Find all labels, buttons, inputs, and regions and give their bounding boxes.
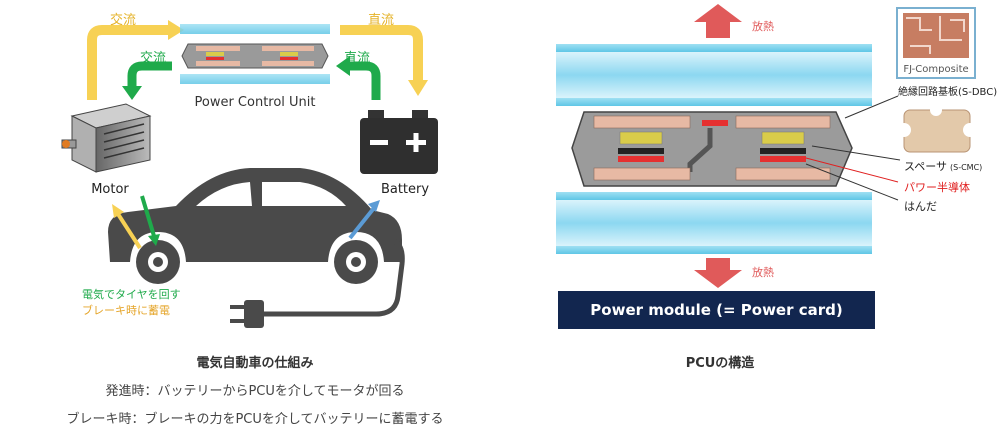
legend-green: 電気でタイヤを回す [82, 287, 181, 301]
label-dc-inner: 直流 [344, 51, 370, 66]
power-module-cross-section [571, 111, 853, 187]
label-solder: はんだ [904, 200, 937, 213]
heat-arrow-down [694, 258, 742, 288]
heat-arrow-up [694, 4, 742, 38]
cooler-bottom [556, 192, 872, 254]
yellow-arrow-top-right [340, 25, 428, 96]
battery-icon [360, 110, 438, 174]
leader-sdbc [844, 95, 899, 119]
spacer-image [897, 104, 977, 153]
car-icon [108, 168, 402, 284]
green-arrow-inner-left [122, 61, 172, 100]
leader-spacer [811, 145, 901, 161]
heat-label-top: 放熱 [752, 19, 774, 33]
motor-label: Motor [91, 182, 129, 197]
motor-icon [61, 103, 152, 173]
fj-composite-logo [896, 7, 976, 79]
yellow-arrow-car [112, 204, 142, 250]
right-caption-title: PCUの構造 [685, 356, 755, 371]
left-caption-title: 電気自動車の仕組み [196, 356, 314, 371]
leader-solder [805, 163, 899, 201]
power-module-box: Power module (= Power card) [558, 291, 875, 329]
logo-text: FJ-Composite [903, 64, 968, 75]
pcu-label: Power Control Unit [194, 95, 315, 110]
blue-arrow-car [348, 200, 380, 240]
yellow-arrow-top-left [87, 20, 184, 100]
label-spacer-sub: (S-CMC) [950, 163, 982, 172]
legend-yellow: ブレーキ時に蓄電 [82, 303, 170, 317]
leader-power-semi [805, 157, 899, 183]
label-power-semi: パワー半導体 [904, 180, 970, 194]
battery-label: Battery [381, 182, 429, 197]
charging-plug-icon [230, 237, 405, 328]
label-ac-inner: 交流 [140, 50, 166, 66]
left-caption-line2: ブレーキ時：ブレーキの力をPCUを介してバッテリーに蓄電する [66, 412, 444, 427]
label-spacer: スペーサ [904, 160, 947, 173]
green-arrow-inner-right [336, 56, 381, 100]
label-sdbc: 絶縁回路基板(S-DBC) [898, 85, 997, 98]
heat-label-bottom: 放熱 [752, 265, 774, 279]
label-ac-top: 交流 [110, 12, 136, 28]
pcu-module-small [180, 24, 330, 84]
label-dc-top: 直流 [368, 13, 394, 28]
green-arrow-car [140, 195, 160, 246]
cooler-top [556, 44, 872, 106]
left-caption-line1: 発進時：バッテリーからPCUを介してモータが回る [105, 384, 405, 399]
